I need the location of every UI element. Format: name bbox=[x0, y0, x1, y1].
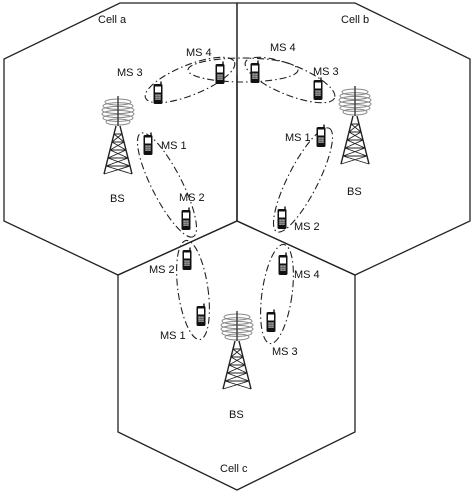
pairing-ellipse bbox=[187, 57, 299, 83]
pairing-ellipse bbox=[136, 132, 198, 238]
cell-b-ms3-phone-icon bbox=[313, 77, 323, 100]
cell-a-ms1-phone-icon bbox=[143, 132, 153, 155]
cell-a-label: Cell a bbox=[98, 14, 127, 26]
cell-a-ms3-phone-icon bbox=[153, 81, 163, 104]
cell-c-ms3-label: MS 3 bbox=[272, 346, 298, 358]
cell-a-ms2-phone-icon bbox=[181, 207, 191, 230]
cell-b-tower-icon bbox=[338, 85, 372, 165]
cell-c-ms1-label: MS 1 bbox=[160, 330, 186, 342]
cell-a-ms4-phone-icon bbox=[215, 61, 225, 84]
cell-c-tower-icon bbox=[220, 310, 254, 390]
cell-b-ms1-phone-icon bbox=[316, 124, 326, 147]
pairing-ellipse bbox=[144, 56, 236, 104]
cell-b-bs-label: BS bbox=[347, 186, 362, 198]
cell-a-ms2-label: MS 2 bbox=[179, 192, 205, 204]
pairing-ellipse bbox=[260, 243, 294, 345]
cell-a-ms4-label: MS 4 bbox=[186, 47, 212, 59]
cell-c-ms3-phone-icon bbox=[266, 309, 276, 332]
cell-c-label: Cell c bbox=[220, 463, 248, 475]
cell-c-bs-label: BS bbox=[229, 409, 244, 421]
pairing-ellipse bbox=[176, 239, 210, 341]
cell-c-ms2-label: MS 2 bbox=[149, 264, 175, 276]
pairing-ellipse bbox=[244, 56, 336, 104]
cell-c-ms1-phone-icon bbox=[196, 303, 206, 326]
cell-b-ms1-label: MS 1 bbox=[285, 132, 311, 144]
cell-c-hexagon bbox=[117, 220, 356, 491]
cell-c-ms2-phone-icon bbox=[182, 247, 192, 270]
cell-b-ms3-label: MS 3 bbox=[313, 66, 339, 78]
cell-b-label: Cell b bbox=[341, 14, 369, 26]
cell-b-ms4-phone-icon bbox=[250, 60, 260, 83]
cell-c-ms4-phone-icon bbox=[278, 252, 288, 275]
cell-b-ms2-phone-icon bbox=[277, 206, 287, 229]
cell-b-ms4-label: MS 4 bbox=[270, 42, 296, 54]
pairing-ellipse bbox=[272, 127, 334, 233]
cell-a-bs-label: BS bbox=[110, 193, 125, 205]
cell-c-ms4-label: MS 4 bbox=[294, 269, 320, 281]
cell-b-ms2-label: MS 2 bbox=[294, 221, 320, 233]
cell-a-ms3-label: MS 3 bbox=[117, 67, 143, 79]
cell-a-ms1-label: MS 1 bbox=[161, 140, 187, 152]
cell-a-tower-icon bbox=[101, 95, 135, 175]
